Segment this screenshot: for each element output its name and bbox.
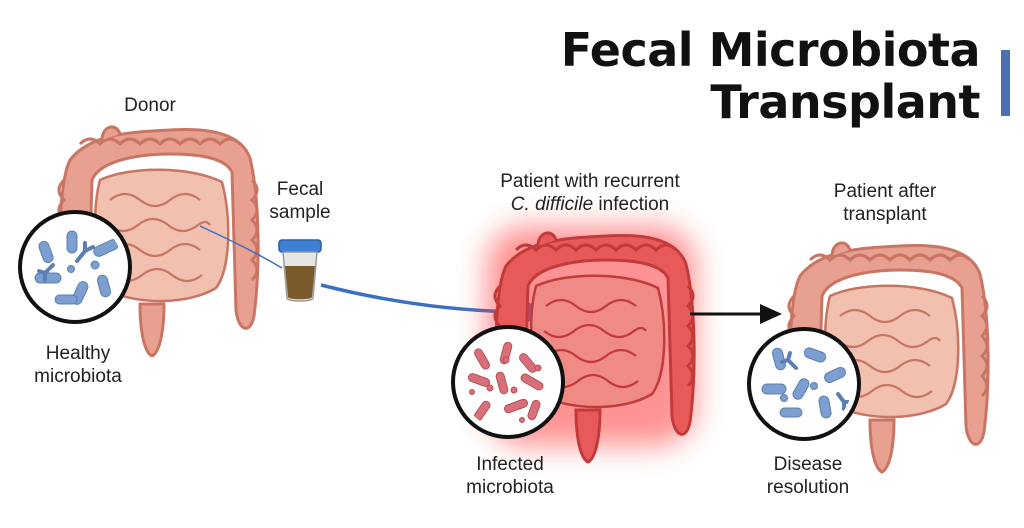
infected-microbiota-label: Infected microbiota: [450, 453, 570, 499]
donor-label: Donor: [100, 94, 200, 117]
patient-after-line-2: transplant: [843, 204, 927, 225]
patient-after-label: Patient after transplant: [810, 180, 960, 226]
title-accent-bar: [1001, 50, 1010, 116]
healthy-microbiota-bacteria-icon: [18, 210, 132, 324]
pathogen-name: C. difficile: [510, 194, 594, 215]
title-line-2: Transplant: [710, 75, 980, 129]
disease-resolution-line-2: resolution: [766, 477, 850, 498]
disease-resolution-line-1: Disease: [773, 454, 843, 475]
resolved-microbiota-bacteria-icon: [747, 327, 861, 441]
infected-microbiota-line-1: Infected: [476, 454, 544, 475]
patient-after-line-1: Patient after: [833, 181, 937, 202]
infected-patient-line-2-rest: infection: [593, 194, 670, 215]
infected-patient-label: Patient with recurrent C. difficile infe…: [470, 170, 710, 216]
infected-patient-line-2: C. difficile infection: [470, 193, 710, 216]
infected-patient-line-1: Patient with recurrent: [500, 171, 680, 192]
healthy-microbiota-line-1: Healthy: [45, 343, 111, 364]
page-title: Fecal Microbiota Transplant: [560, 23, 981, 129]
fecal-sample-label: Fecal sample: [250, 178, 350, 224]
title-line-1: Fecal Microbiota: [560, 23, 981, 77]
donor-label-text: Donor: [124, 95, 176, 116]
healthy-microbiota-label: Healthy microbiota: [18, 342, 138, 388]
infected-microbiota-bacteria-icon: [451, 325, 565, 439]
infected-microbiota-line-2: microbiota: [466, 477, 554, 498]
sample-cup-icon: [278, 239, 322, 302]
healthy-microbiota-line-2: microbiota: [34, 366, 122, 387]
donor-to-sample-line: [199, 225, 283, 269]
progression-arrow-icon: [690, 304, 782, 324]
fecal-sample-line-2: sample: [269, 202, 331, 223]
disease-resolution-label: Disease resolution: [748, 453, 868, 499]
fecal-sample-line-1: Fecal: [276, 179, 324, 200]
